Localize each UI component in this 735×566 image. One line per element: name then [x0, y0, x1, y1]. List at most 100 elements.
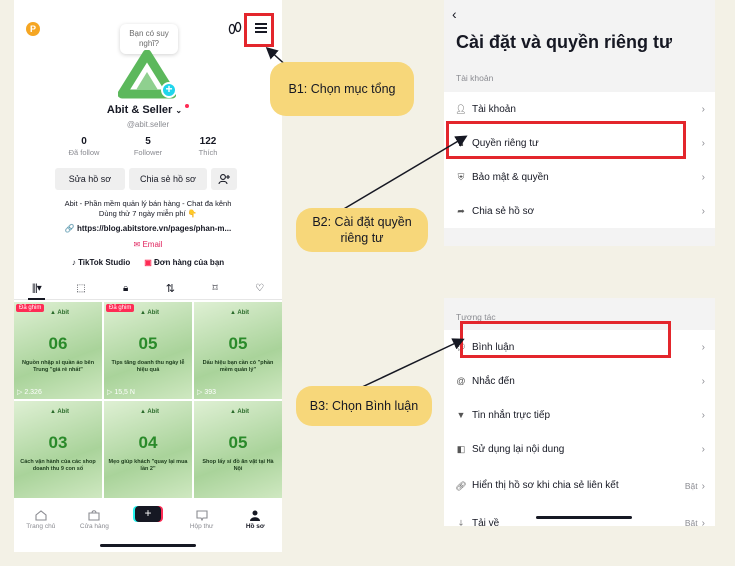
highlight-privacy	[446, 121, 686, 159]
bio-link-text: https://blog.abitstore.vn/pages/phan-m..…	[76, 224, 232, 233]
view-count-text: 15,5 N	[114, 389, 135, 396]
video-number: 05	[228, 334, 248, 353]
chevron-right-icon: ›	[701, 341, 705, 353]
email-link[interactable]: ✉ Email	[14, 240, 282, 249]
abit-logo: ▲ Abit	[50, 409, 70, 415]
tab-shop[interactable]: ⬚	[59, 278, 104, 299]
interaction-item-mentions[interactable]: @ Nhắc đến ›	[444, 364, 715, 398]
shop-icon	[88, 510, 100, 521]
tab-videos[interactable]: |||▾	[14, 278, 59, 300]
video-thumbnail[interactable]: Đã ghim ▲ Abit 05 Tips tăng doanh thu ng…	[104, 302, 192, 399]
page-title: Cài đặt và quyền riêng tư	[456, 32, 673, 52]
add-avatar-icon[interactable]: +	[161, 82, 177, 98]
person-icon: 👤︎	[455, 103, 467, 114]
stat-likes-value: 122	[199, 136, 217, 147]
view-count: ▷ 15,5 N	[107, 389, 135, 396]
video-grid: Đã ghim ▲ Abit 06 Nguồn nhập sỉ quần áo …	[14, 302, 282, 498]
nav-shop[interactable]: Cửa hàng	[68, 500, 122, 534]
tab-reposts[interactable]: ⇅	[148, 278, 193, 299]
tab-private[interactable]: 🔒︎	[103, 278, 148, 299]
settings-item-security[interactable]: ⛨ Bảo mật & quyền ›	[444, 160, 715, 194]
view-count-text: 2.326	[24, 389, 42, 396]
callout-step-1: B1: Chọn mục tổng	[270, 62, 414, 116]
tab-saved[interactable]: ⌑	[193, 278, 238, 299]
mail-icon: ✉	[133, 240, 141, 249]
reuse-icon: ◧	[456, 443, 466, 454]
interaction-item-value: Bật	[684, 518, 698, 526]
link-icon: 🔗	[64, 224, 75, 233]
profile-name[interactable]: Abit & Seller ⌄	[14, 104, 282, 116]
nav-create[interactable]: +	[121, 500, 175, 534]
bottom-nav: Trang chủ Cửa hàng + Hộp thư Hồ sơ	[14, 500, 282, 534]
notification-dot	[185, 104, 190, 108]
home-icon	[35, 510, 47, 521]
video-caption: Cách vận hành của các shop doanh thu 9 c…	[20, 459, 96, 472]
account-settings-list: 👤︎ Tài khoản › 🔒︎ Quyền riêng tư › ⛨ Bảo…	[444, 92, 715, 228]
orders-link[interactable]: ▣ Đơn hàng của bạn	[144, 258, 224, 267]
interaction-item-label: Hiển thị hồ sơ khi chia sẻ liên kết	[472, 480, 619, 491]
pinned-badge: Đã ghim	[106, 304, 135, 312]
back-icon[interactable]: ‹	[452, 6, 457, 22]
stat-likes-label: Thích	[198, 148, 218, 157]
stat-following-value: 0	[81, 136, 87, 147]
scroll-indicator	[536, 516, 632, 519]
nav-inbox[interactable]: Hộp thư	[175, 500, 229, 534]
add-friend-icon	[218, 174, 230, 185]
interaction-item-downloads[interactable]: ⤓ Tải về Bật ›	[444, 506, 715, 527]
create-button[interactable]: +	[134, 506, 161, 522]
bag-icon: ⬚	[76, 283, 86, 294]
stat-likes[interactable]: 122 Thích	[178, 136, 238, 157]
chevron-right-icon: ›	[701, 517, 705, 527]
chevron-down-icon: ⌄	[175, 106, 183, 115]
nav-profile[interactable]: Hồ sơ	[228, 500, 282, 534]
home-indicator	[100, 544, 196, 547]
video-caption: Mẹo giúp khách "quay lại mua lần 2"	[108, 459, 188, 472]
video-thumbnail[interactable]: ▲ Abit 03 Cách vận hành của các shop doa…	[14, 401, 102, 498]
highlight-menu	[244, 13, 274, 47]
video-thumbnail[interactable]: ▲ Abit 04 Mẹo giúp khách "quay lại mua l…	[104, 401, 192, 498]
interaction-item-label: Bình luận	[472, 341, 515, 353]
settings-item-label: Chia sẻ hồ sơ	[472, 205, 535, 217]
interaction-item-show-profile-on-share[interactable]: 🔗︎ Hiển thị hồ sơ khi chia sẻ liên kết B…	[444, 466, 715, 506]
tiktok-studio-link[interactable]: ♪ TikTok Studio	[72, 258, 130, 267]
bio-line-2: Dùng thử 7 ngày miễn phí 👇	[98, 209, 198, 218]
at-icon: @	[456, 376, 466, 386]
stat-followers[interactable]: 5 Follower	[118, 136, 178, 157]
chevron-right-icon: ›	[701, 205, 705, 217]
settings-item-account[interactable]: 👤︎ Tài khoản ›	[444, 92, 715, 126]
edit-profile-button[interactable]: Sửa hồ sơ	[55, 168, 125, 190]
nav-shop-label: Cửa hàng	[79, 523, 109, 530]
add-friend-button[interactable]	[211, 168, 237, 190]
video-number: 05	[228, 433, 248, 452]
inbox-icon	[196, 510, 208, 521]
stat-following[interactable]: 0 Đã follow	[54, 136, 114, 157]
interaction-item-reuse-content[interactable]: ◧ Sử dụng lại nội dung ›	[444, 432, 715, 466]
thought-bubble[interactable]: Bạn có suy nghĩ?	[120, 24, 178, 54]
bio-link[interactable]: 🔗 https://blog.abitstore.vn/pages/phan-m…	[14, 224, 282, 233]
share-profile-button[interactable]: Chia sẻ hồ sơ	[129, 168, 207, 190]
video-caption: Tips tăng doanh thu ngày lễ hiệu quả	[111, 360, 185, 373]
interaction-item-direct-messages[interactable]: ▼ Tin nhắn trực tiếp ›	[444, 398, 715, 432]
profile-tabs: |||▾ ⬚ 🔒︎ ⇅ ⌑ ♡	[14, 278, 282, 300]
person-icon	[250, 510, 261, 521]
video-thumbnail[interactable]: Đã ghim ▲ Abit 06 Nguồn nhập sỉ quần áo …	[14, 302, 102, 399]
orders-icon: ▣	[144, 258, 152, 267]
view-count: ▷ 2.326	[17, 389, 42, 396]
chevron-right-icon: ›	[701, 409, 705, 421]
tab-liked[interactable]: ♡	[237, 278, 282, 299]
nav-home-label: Trang chủ	[26, 523, 56, 530]
video-thumbnail[interactable]: ▲ Abit 05 Shop lấy sỉ đồ ăn vặt tại Hà N…	[194, 401, 282, 498]
stat-followers-value: 5	[145, 136, 151, 147]
video-number: 05	[138, 334, 158, 353]
chevron-right-icon: ›	[701, 480, 705, 492]
settings-item-share-profile[interactable]: ➦ Chia sẻ hồ sơ ›	[444, 194, 715, 228]
profile-screen: P Bạn có suy nghĩ? + Abit & Seller ⌄ @ab…	[14, 0, 282, 552]
menu-icon[interactable]	[250, 16, 274, 40]
avatar[interactable]	[117, 49, 177, 100]
profile-name-text: Abit & Seller	[106, 104, 173, 116]
coin-icon[interactable]: P	[26, 22, 40, 36]
footprint-icon[interactable]	[228, 20, 242, 36]
nav-home[interactable]: Trang chủ	[14, 500, 68, 534]
shield-icon: ⛨	[457, 171, 465, 182]
video-thumbnail[interactable]: ▲ Abit 05 Dấu hiệu bạn cần có "phần mềm …	[194, 302, 282, 399]
